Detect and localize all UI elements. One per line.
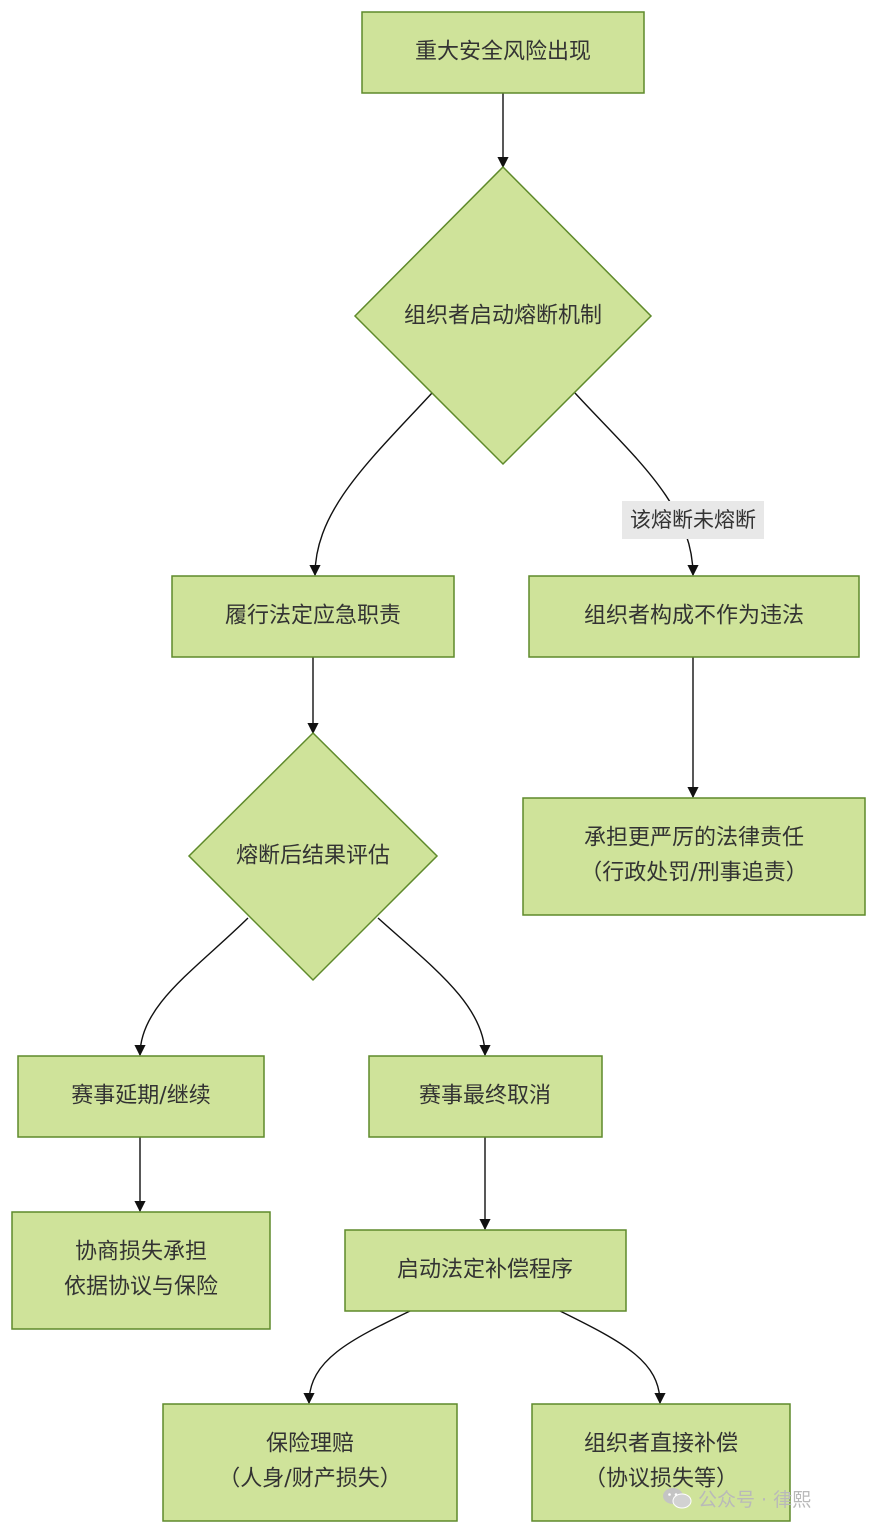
- node-insurance-claim-line-1: 保险理赔: [266, 1432, 354, 1457]
- edge-label-background: [622, 501, 764, 539]
- node-omission-violation-label: 组织者构成不作为违法: [584, 604, 804, 629]
- node-heavier-liability: 承担更严厉的法律责任 （行政处罚/刑事追责）: [522, 797, 866, 916]
- node-major-risk: 重大安全风险出现: [361, 11, 645, 94]
- node-fuse-decision-label: 组织者启动熔断机制: [404, 304, 602, 329]
- node-final-cancel-label: 赛事最终取消: [419, 1084, 551, 1109]
- edge-procedure-to-insurance: [303, 1310, 411, 1405]
- node-fuse-decision: 组织者启动熔断机制: [353, 165, 653, 466]
- node-insurance-claim-line-2: （人身/财产损失）: [218, 1467, 401, 1492]
- node-negotiate-loss: 协商损失承担 依据协议与保险: [11, 1211, 271, 1330]
- node-compensation-procedure: 启动法定补偿程序: [344, 1229, 627, 1312]
- node-heavier-liability-line-2: （行政处罚/刑事追责）: [580, 861, 807, 886]
- watermark: 公众号 · 律熙: [662, 1480, 811, 1516]
- node-post-fuse-eval-label: 熔断后结果评估: [236, 844, 390, 869]
- node-negotiate-loss-line-2: 依据协议与保险: [64, 1275, 218, 1300]
- edge-procedure-to-direct: [559, 1310, 666, 1405]
- edge-label-not-fused: 该熔断未熔断: [622, 501, 764, 539]
- node-post-fuse-eval: 熔断后结果评估: [187, 731, 439, 982]
- node-direct-compensation-line-2: （协议损失等）: [584, 1467, 738, 1492]
- node-postpone-continue-label: 赛事延期/继续: [71, 1084, 210, 1109]
- node-insurance-claim: 保险理赔 （人身/财产损失）: [162, 1403, 458, 1522]
- node-legal-duty-label: 履行法定应急职责: [225, 604, 401, 629]
- node-direct-compensation: 组织者直接补偿 （协议损失等）: [531, 1403, 791, 1522]
- wechat-icon: [663, 1488, 692, 1509]
- node-legal-duty: 履行法定应急职责: [171, 575, 455, 658]
- node-compensation-procedure-label: 启动法定补偿程序: [397, 1258, 573, 1283]
- edge-fuse-to-omission: [574, 392, 699, 577]
- node-major-risk-label: 重大安全风险出现: [415, 40, 591, 65]
- node-heavier-liability-line-1: 承担更严厉的法律责任: [584, 826, 804, 851]
- node-negotiate-loss-line-1: 协商损失承担: [75, 1240, 207, 1265]
- edge-fuse-to-duty: [309, 392, 433, 577]
- watermark-text: 公众号 · 律熙: [698, 1488, 812, 1511]
- edge-label-text: 该熔断未熔断: [630, 508, 756, 532]
- edge-eval-to-postpone: [134, 917, 249, 1057]
- node-omission-violation: 组织者构成不作为违法: [528, 575, 860, 658]
- node-postpone-continue: 赛事延期/继续: [17, 1055, 265, 1138]
- node-direct-compensation-line-1: 组织者直接补偿: [584, 1432, 738, 1457]
- node-final-cancel: 赛事最终取消: [368, 1055, 603, 1138]
- edge-eval-to-cancel: [377, 917, 491, 1057]
